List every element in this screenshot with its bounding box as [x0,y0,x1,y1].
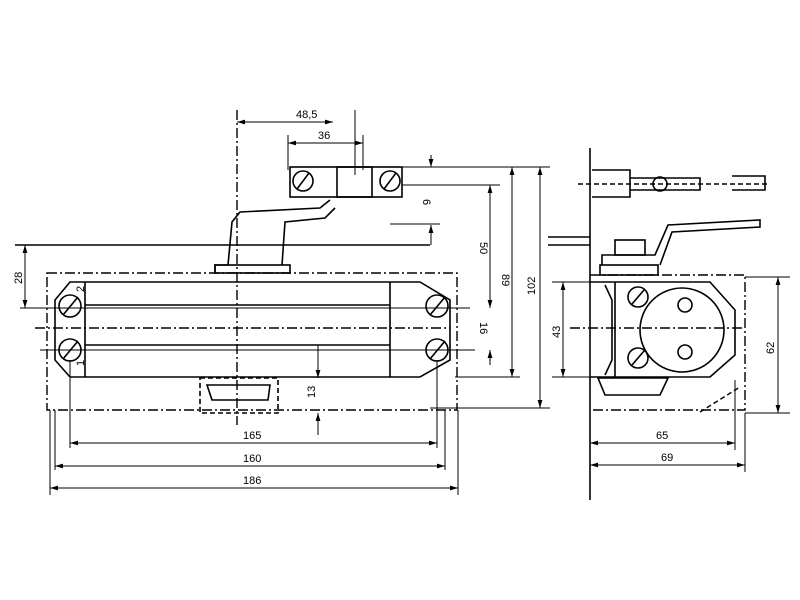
door-frame-line [548,236,590,246]
shoe-outline [199,377,279,414]
side-plate-outline [590,274,746,411]
front-view: 2 1 [13,109,550,495]
dim-62: 62 [765,342,777,354]
dim-13: 13 [306,386,318,398]
dim-48-5: 48,5 [296,109,317,121]
dim-6: 6 [420,199,432,205]
screw-label-2: 2 [75,286,87,292]
dim-186: 186 [243,475,261,487]
pinion-cap [214,264,291,274]
screw-label-1: 1 [75,360,87,366]
dim-160: 160 [243,453,261,465]
dim-89: 89 [499,274,511,286]
dim-50: 50 [477,242,489,254]
dim-28: 28 [13,272,25,284]
side-view: 43 62 65 69 [548,148,790,500]
dim-69: 69 [661,452,673,464]
closer-arm-side [601,219,761,266]
dim-43: 43 [551,326,563,338]
closer-cylinder [639,287,725,373]
right-end-cap [390,281,451,378]
dim-165: 165 [243,430,261,442]
dim-65: 65 [656,430,668,442]
dim-102: 102 [526,277,538,295]
left-end-cap [54,281,85,378]
dim-16: 16 [477,322,489,334]
mounting-plate-outline [46,272,458,411]
closer-arm [214,199,336,272]
dim-36: 36 [318,130,330,142]
